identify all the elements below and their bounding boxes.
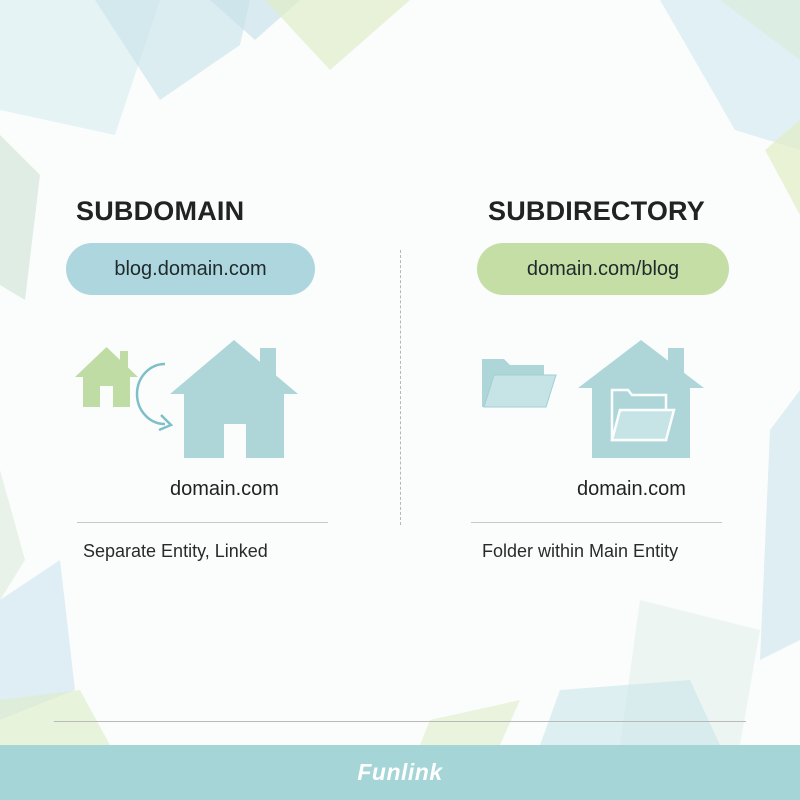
- subdomain-divider: [77, 522, 328, 523]
- subdomain-main-domain-label: domain.com: [170, 478, 279, 500]
- subdirectory-url-text: domain.com/blog: [526, 257, 680, 280]
- subdirectory-main-domain-label: domain.com: [577, 478, 686, 500]
- subdomain-url-text: blog.domain.com: [114, 257, 267, 280]
- small-house-icon: [75, 347, 138, 407]
- house-with-folder-icon: [578, 340, 704, 458]
- center-dashed-divider: [400, 250, 401, 525]
- folder-icon: [482, 359, 557, 408]
- subdomain-heading: SUBDOMAIN: [76, 196, 245, 226]
- subdirectory-divider: [471, 522, 722, 523]
- bottom-rule: [54, 721, 746, 722]
- subdirectory-url-pill: domain.com/blog: [477, 243, 729, 295]
- curved-arrow-icon: [135, 362, 174, 432]
- footer-bar: Funlink: [0, 745, 800, 800]
- subdirectory-heading: SUBDIRECTORY: [488, 196, 705, 226]
- subdomain-url-pill: blog.domain.com: [66, 243, 315, 295]
- subdirectory-caption: Folder within Main Entity: [482, 541, 679, 561]
- subdomain-caption: Separate Entity, Linked: [83, 541, 268, 561]
- brand-logo: Funlink: [357, 759, 443, 785]
- large-house-icon: [170, 340, 298, 458]
